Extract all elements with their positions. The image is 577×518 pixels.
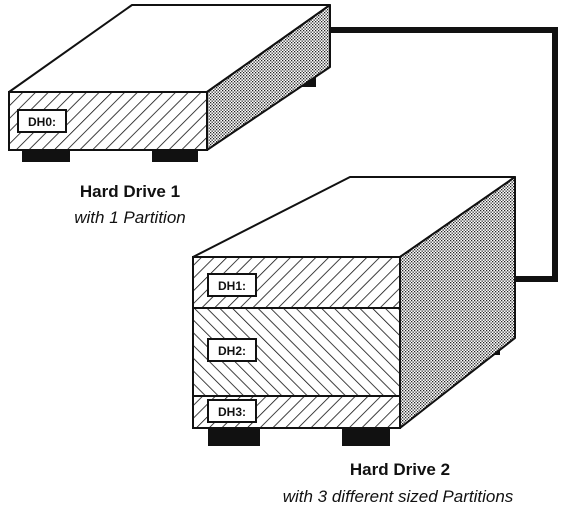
drive2-foot-left xyxy=(208,428,260,446)
partition-dh0-label-box xyxy=(17,109,67,133)
drive1-title: Hard Drive 1 xyxy=(80,182,180,201)
partition-dh1-label-box xyxy=(207,273,257,297)
hard-drive-1: DH0: xyxy=(8,4,331,162)
connecting-cable xyxy=(320,27,558,282)
partition-dh1: DH1: xyxy=(207,273,257,297)
partition-dh1-label: DH1: xyxy=(218,279,246,293)
partition-dh2: DH2: xyxy=(207,338,257,362)
drive1-subtitle: with 1 Partition xyxy=(74,208,186,227)
drive2-subtitle: with 3 different sized Partitions xyxy=(283,487,514,506)
partition-dh3-label: DH3: xyxy=(218,405,246,419)
partition-dh0: DH0: xyxy=(17,109,67,133)
partition-dh2-label-box xyxy=(207,338,257,362)
drive2-title: Hard Drive 2 xyxy=(350,460,450,479)
partition-dh3: DH3: xyxy=(207,399,257,423)
hard-drive-2: DH1: DH2: DH3: xyxy=(192,176,516,446)
partition-dh2-label: DH2: xyxy=(218,344,246,358)
partition-dh0-label: DH0: xyxy=(28,115,56,129)
partition-dh3-label-box xyxy=(207,399,257,423)
drive1-front-face xyxy=(8,91,208,151)
drive2-foot-right xyxy=(342,428,390,446)
